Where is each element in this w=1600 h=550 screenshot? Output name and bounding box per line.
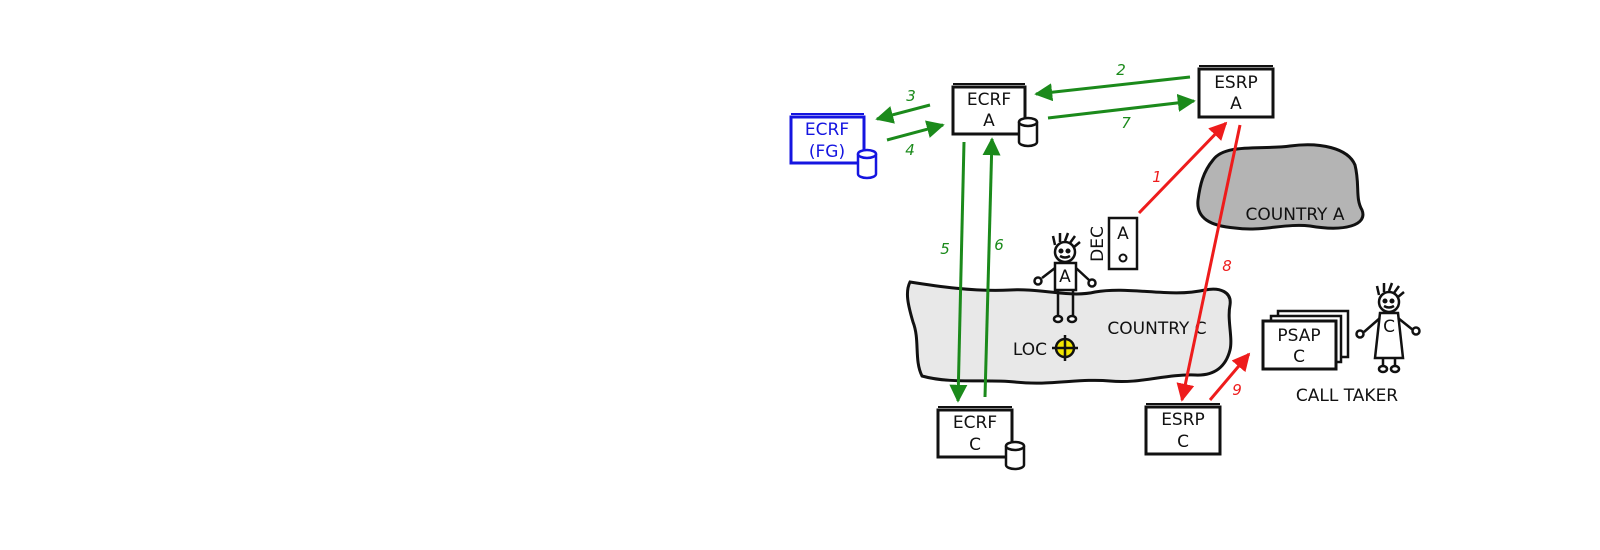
database-icon <box>1004 440 1026 471</box>
ecrf-a-line1: ECRF <box>967 90 1011 110</box>
country-a-region: COUNTRY A <box>1196 143 1365 231</box>
step-4-label: 4 <box>905 141 915 159</box>
psap-c-stack: PSAP C <box>1261 309 1350 371</box>
step-9-label: 9 <box>1232 381 1242 399</box>
arrow-step-5 <box>949 141 968 403</box>
caller-badge: A <box>1059 267 1071 287</box>
arrow-step-9 <box>1208 352 1251 401</box>
arrow-step-8 <box>1176 124 1242 402</box>
step-1-label: 1 <box>1152 168 1162 186</box>
arrow-step-7 <box>1047 93 1196 120</box>
step-8-label: 8 <box>1222 257 1232 275</box>
ecrf-fg-line1: ECRF <box>805 120 849 140</box>
country-a-label: COUNTRY A <box>1246 205 1345 225</box>
caller-figure <box>1033 232 1097 324</box>
psap-c-line1: PSAP <box>1277 326 1320 346</box>
database-icon <box>1017 116 1039 148</box>
esrp-c-box: ESRP C <box>1144 403 1222 456</box>
arrow-step-2 <box>1034 75 1191 102</box>
ecrf-c-line2: C <box>969 435 981 455</box>
country-c-label: COUNTRY C <box>1107 319 1206 339</box>
step-7-label: 7 <box>1121 114 1131 132</box>
step-6-label: 6 <box>994 236 1004 254</box>
esrp-a-line1: ESRP <box>1214 73 1258 93</box>
ecrf-fg-box: ECRF (FG) <box>789 113 878 180</box>
call-taker-label: CALL TAKER <box>1296 386 1398 406</box>
step-3-label: 3 <box>906 87 916 105</box>
arrow-step-6 <box>982 137 1001 398</box>
ecrf-a-box: ECRF A <box>951 83 1039 148</box>
ecrf-fg-line2: (FG) <box>809 142 845 162</box>
country-c-region: COUNTRY C <box>905 280 1233 385</box>
dec-device: A DEC <box>1088 216 1139 271</box>
call-taker-badge: C <box>1383 317 1395 337</box>
database-icon <box>856 148 878 180</box>
esrp-c-line2: C <box>1177 432 1189 452</box>
location-marker: LOC <box>1013 335 1078 361</box>
step-5-label: 5 <box>940 240 950 258</box>
arrow-step-4 <box>886 120 945 142</box>
ecrf-c-box: ECRF C <box>936 406 1026 471</box>
dec-label: DEC <box>1088 226 1108 262</box>
esrp-a-box: ESRP A <box>1197 65 1275 119</box>
red-arrows <box>1137 121 1251 402</box>
esrp-a-line2: A <box>1230 94 1242 114</box>
psap-c-line2: C <box>1293 347 1305 367</box>
step-2-label: 2 <box>1116 61 1126 79</box>
arrow-step-3 <box>875 103 931 124</box>
ecrf-c-line1: ECRF <box>953 413 997 433</box>
dec-badge: A <box>1117 224 1129 244</box>
call-taker-figure <box>1355 282 1421 374</box>
arrow-step-1 <box>1137 121 1228 215</box>
location-label: LOC <box>1013 340 1047 360</box>
green-arrows <box>875 75 1196 403</box>
ecrf-a-line2: A <box>983 111 995 131</box>
esrp-c-line1: ESRP <box>1161 410 1205 430</box>
